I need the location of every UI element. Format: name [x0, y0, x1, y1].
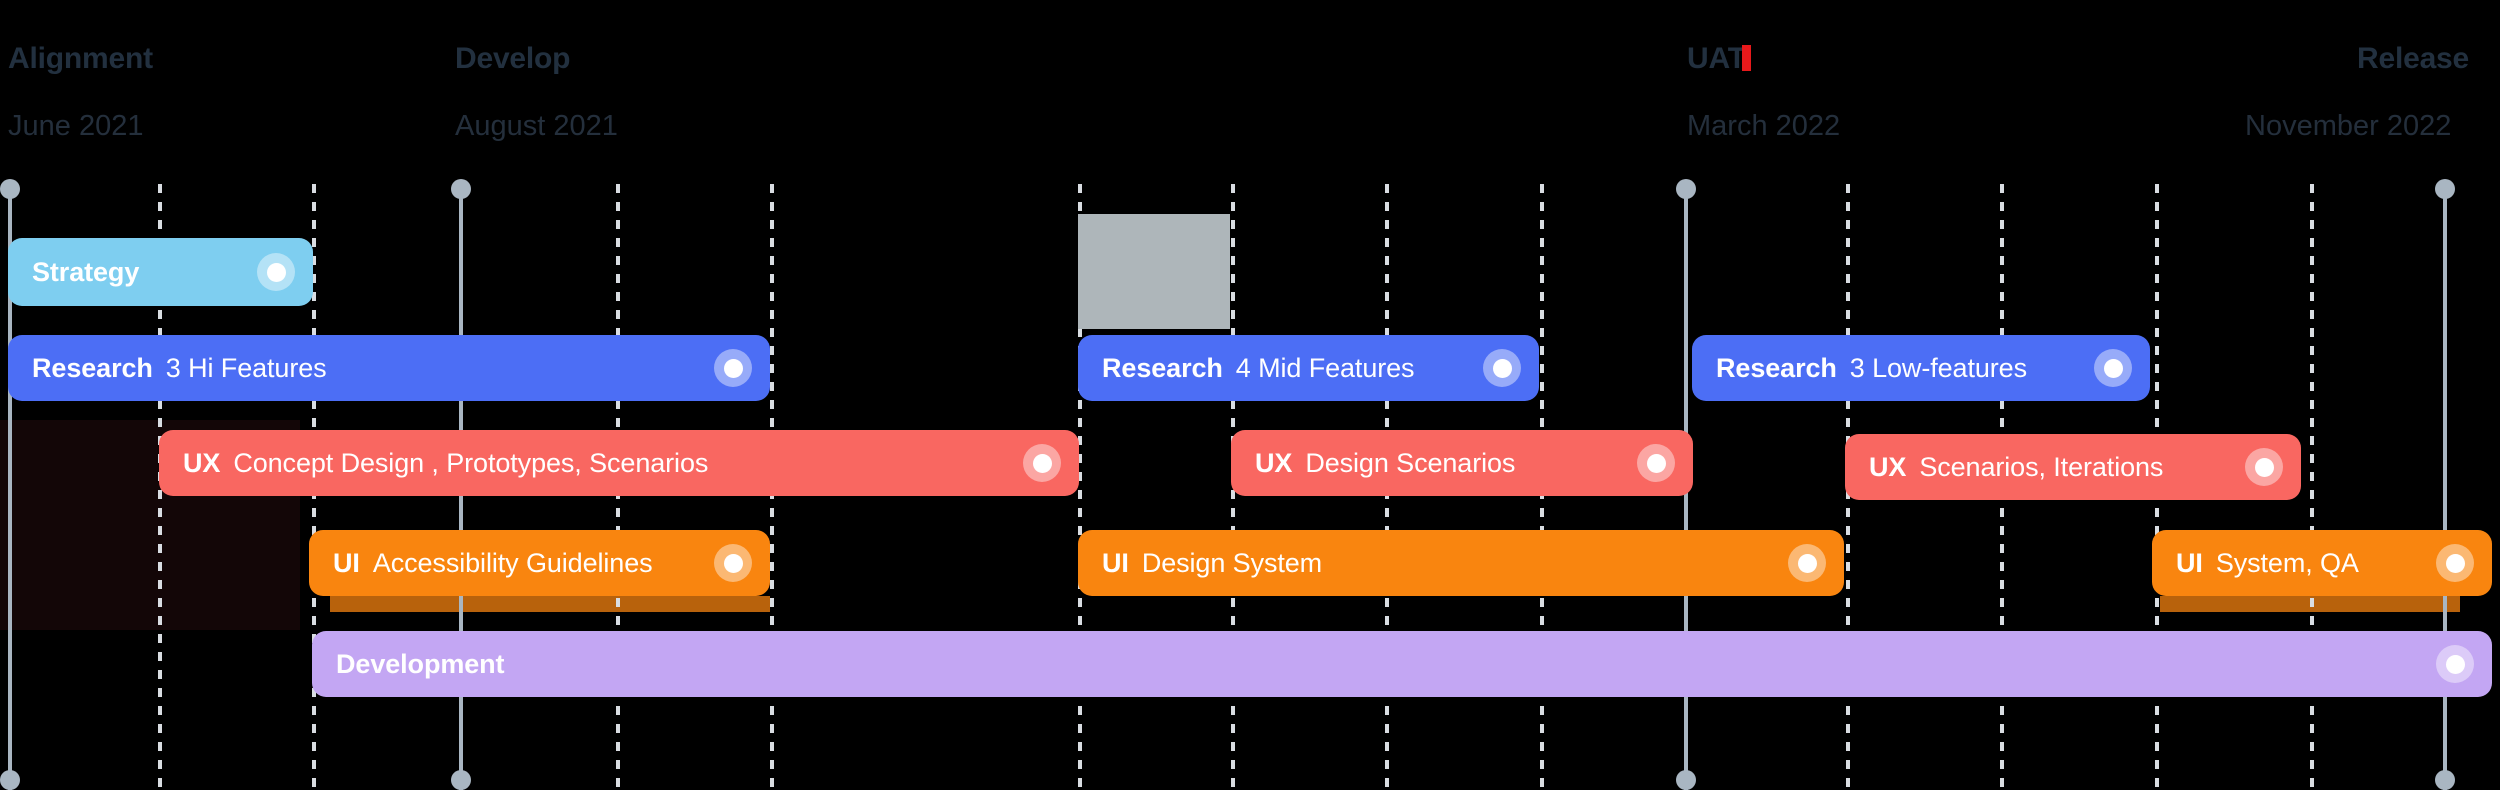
bar-ux-scenarios-iterations-subtitle: Scenarios, Iterations	[1919, 451, 2164, 482]
bar-ui-design-system-subtitle: Design System	[1141, 547, 1323, 578]
bar-ui-system-qa-title: UI	[2176, 547, 2203, 578]
bar-research-low-title: Research	[1716, 352, 1837, 383]
phase-release-label: Release	[2357, 42, 2470, 75]
bar-strategy-status-dot-icon[interactable]	[257, 253, 295, 291]
selection-placeholder[interactable]	[1078, 214, 1230, 329]
bar-ui-system-qa[interactable]: UI System, QA	[2152, 530, 2492, 596]
bar-development-status-dot-icon[interactable]	[2436, 645, 2474, 683]
milestone-uat-bottom-dot-icon[interactable]	[1676, 770, 1696, 790]
bar-ux-concept-title: UX	[183, 447, 221, 478]
milestone-release-top-dot-icon[interactable]	[2435, 179, 2455, 199]
bar-research-hi-status-dot-icon[interactable]	[714, 349, 752, 387]
bar-ui-design-system[interactable]: UI Design System	[1078, 530, 1844, 596]
bar-strategy[interactable]: Strategy	[8, 238, 313, 306]
phase-alignment-label: Alignment	[8, 42, 153, 75]
bar-research-low-status-dot-icon[interactable]	[2094, 349, 2132, 387]
bar-research-mid-status-dot-icon[interactable]	[1483, 349, 1521, 387]
bar-research-mid[interactable]: Research 4 Mid Features	[1078, 335, 1539, 401]
bar-ui-system-qa-status-dot-icon[interactable]	[2436, 544, 2474, 582]
phase-develop-label: Develop	[455, 42, 571, 75]
bar-ux-concept-subtitle: Concept Design , Prototypes, Scenarios	[233, 447, 709, 478]
milestone-alignment-line[interactable]	[8, 184, 12, 790]
milestone-uat-top-dot-icon[interactable]	[1676, 179, 1696, 199]
bar-ui-design-system-status-dot-icon[interactable]	[1788, 544, 1826, 582]
bar-ux-design-scenarios[interactable]: UX Design Scenarios	[1231, 430, 1693, 496]
bar-ux-scenarios-iterations[interactable]: UX Scenarios, Iterations	[1845, 434, 2301, 500]
bar-research-hi-title: Research	[32, 352, 153, 383]
bar-research-hi[interactable]: Research 3 Hi Features	[8, 335, 770, 401]
phase-alignment-date: June 2021	[8, 110, 144, 142]
bar-ux-design-scenarios-status-dot-icon[interactable]	[1637, 444, 1675, 482]
milestone-alignment-bottom-dot-icon[interactable]	[0, 770, 20, 790]
bar-strategy-title: Strategy	[32, 256, 140, 287]
gridline-4	[1078, 184, 1082, 790]
background-wash-orange	[330, 596, 770, 612]
bar-ui-system-qa-subtitle: System, QA	[2215, 547, 2359, 578]
milestone-release-bottom-dot-icon[interactable]	[2435, 770, 2455, 790]
bar-ux-concept-status-dot-icon[interactable]	[1023, 444, 1061, 482]
bar-ui-design-system-title: UI	[1102, 547, 1129, 578]
bar-ui-accessibility-subtitle: Accessibility Guidelines	[372, 547, 653, 578]
milestone-develop-top-dot-icon[interactable]	[451, 179, 471, 199]
bar-ux-scenarios-iterations-status-dot-icon[interactable]	[2245, 448, 2283, 486]
milestone-develop-bottom-dot-icon[interactable]	[451, 770, 471, 790]
bar-ui-accessibility-title: UI	[333, 547, 360, 578]
bar-ux-design-scenarios-title: UX	[1255, 447, 1293, 478]
bar-research-mid-title: Research	[1102, 352, 1223, 383]
phase-uat-date: March 2022	[1687, 110, 1841, 142]
phase-uat-label: UAT	[1687, 42, 1746, 75]
bar-development-title: Development	[336, 648, 505, 679]
gridline-11	[2310, 184, 2314, 790]
bar-ux-scenarios-iterations-title: UX	[1869, 451, 1907, 482]
bar-ux-design-scenarios-subtitle: Design Scenarios	[1305, 447, 1516, 478]
phase-uat-flag-icon	[1742, 45, 1751, 71]
bar-ui-accessibility[interactable]: UI Accessibility Guidelines	[309, 530, 770, 596]
milestone-alignment-top-dot-icon[interactable]	[0, 179, 20, 199]
bar-development[interactable]: Development	[312, 631, 2492, 697]
bar-research-low[interactable]: Research 3 Low-features	[1692, 335, 2150, 401]
bar-research-low-subtitle: 3 Low-features	[1849, 352, 2027, 383]
bar-ux-concept[interactable]: UX Concept Design , Prototypes, Scenarios	[159, 430, 1079, 496]
phase-develop-date: August 2021	[455, 110, 618, 142]
bar-research-mid-subtitle: 4 Mid Features	[1235, 352, 1415, 383]
bar-ui-accessibility-status-dot-icon[interactable]	[714, 544, 752, 582]
milestone-release-line[interactable]	[2443, 184, 2447, 790]
bar-research-hi-subtitle: 3 Hi Features	[165, 352, 327, 383]
phase-release-date: November 2022	[2245, 110, 2452, 142]
